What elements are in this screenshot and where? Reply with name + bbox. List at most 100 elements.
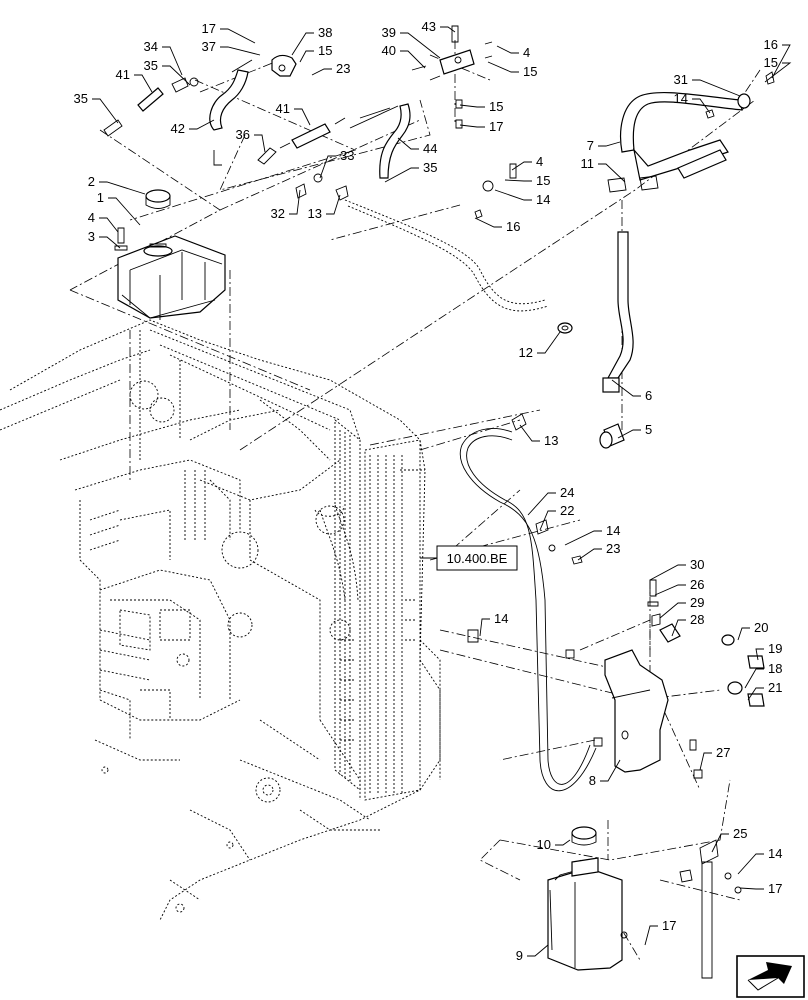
- reference-link[interactable]: 10.400.BE: [420, 545, 518, 571]
- callout-2: 2: [88, 174, 146, 195]
- leader-line: [644, 925, 658, 946]
- callout-13: 13: [308, 194, 341, 221]
- callout-number: 7: [587, 138, 594, 153]
- callout-12: 12: [519, 331, 561, 360]
- pipe-assembly: [607, 71, 775, 193]
- callout-number: 32: [271, 206, 285, 221]
- callout-number: 8: [589, 773, 596, 788]
- callout-number: 23: [606, 541, 620, 556]
- leader-line: [99, 236, 121, 249]
- leader-line: [291, 32, 314, 56]
- leader-line: [162, 65, 191, 86]
- callout-number: 38: [318, 25, 332, 40]
- tank-bracket: [467, 579, 765, 779]
- callout-36: 36: [236, 127, 266, 153]
- leader-line: [326, 194, 341, 215]
- callout-22: 22: [539, 503, 574, 531]
- leader-line: [611, 379, 641, 397]
- callout-17: 17: [644, 918, 676, 946]
- leader-line: [108, 197, 141, 226]
- callout-34: 34: [144, 39, 183, 76]
- leader-line: [600, 759, 621, 782]
- callout-number: 13: [308, 206, 322, 221]
- vertical-pipe: [599, 231, 634, 449]
- upper-hose-cluster: [103, 25, 517, 219]
- callout-number: 42: [171, 121, 185, 136]
- callout-4: 4: [88, 210, 119, 233]
- callout-9: 9: [516, 944, 549, 963]
- callout-13: 13: [519, 424, 558, 448]
- callout-42: 42: [171, 119, 215, 136]
- callout-15: 15: [459, 99, 503, 114]
- callout-15: 15: [504, 173, 550, 188]
- callout-number: 36: [236, 127, 250, 142]
- leader-line: [494, 189, 532, 201]
- callout-number: 10: [537, 837, 551, 852]
- leader-line: [400, 50, 426, 69]
- callout-37: 37: [202, 39, 261, 56]
- callout-17: 17: [739, 881, 782, 896]
- callout-11: 11: [581, 156, 626, 183]
- callout-number: 43: [422, 19, 436, 34]
- leader-line: [294, 108, 311, 126]
- leader-line: [744, 668, 764, 689]
- callout-number: 4: [88, 210, 95, 225]
- callout-31: 31: [674, 72, 741, 97]
- leader-line: [440, 26, 456, 33]
- radiator: [334, 419, 441, 801]
- leader-line: [92, 98, 119, 124]
- expansion-tank: [117, 235, 226, 320]
- leader-line: [254, 134, 266, 153]
- leader-line: [747, 687, 764, 701]
- callout-number: 11: [581, 156, 595, 171]
- leader-line: [384, 167, 419, 183]
- callout-23: 23: [577, 541, 620, 561]
- callout-21: 21: [747, 680, 782, 701]
- callout-5: 5: [617, 422, 652, 439]
- next-page-arrow-icon[interactable]: [736, 955, 805, 998]
- tank-bolt: [114, 227, 128, 251]
- callout-number: 35: [423, 160, 437, 175]
- callout-number: 14: [768, 846, 782, 861]
- callout-number: 15: [523, 64, 537, 79]
- leader-line: [527, 944, 549, 957]
- callout-number: 28: [690, 612, 704, 627]
- leader-line: [598, 163, 626, 183]
- callout-44: 44: [397, 137, 437, 156]
- callout-number: 20: [754, 620, 768, 635]
- callout-25: 25: [711, 826, 747, 853]
- callout-27: 27: [699, 745, 730, 771]
- callout-41: 41: [276, 101, 311, 126]
- callout-number: 17: [489, 119, 503, 134]
- callout-4: 4: [496, 45, 530, 60]
- callout-29: 29: [659, 595, 704, 619]
- reference-label[interactable]: 10.400.BE: [447, 551, 508, 566]
- hose-clamp: [511, 413, 583, 565]
- callout-19: 19: [755, 641, 782, 661]
- callout-number: 1: [97, 190, 104, 205]
- callout-15: 15: [299, 43, 332, 63]
- callout-40: 40: [382, 43, 426, 69]
- callout-30: 30: [649, 557, 704, 581]
- leader-line: [737, 853, 764, 875]
- machine-frame: [0, 319, 441, 921]
- callout-number: 41: [276, 101, 290, 116]
- leader-line: [519, 424, 540, 442]
- callout-number: 35: [144, 58, 158, 73]
- callout-43: 43: [422, 19, 456, 34]
- leader-line: [764, 62, 792, 83]
- callout-14: 14: [479, 611, 508, 637]
- callout-20: 20: [737, 620, 768, 641]
- callout-15: 15: [764, 55, 792, 83]
- callout-number: 13: [544, 433, 558, 448]
- callout-15: 15: [487, 61, 537, 79]
- leader-line: [692, 98, 711, 114]
- leader-line: [654, 584, 686, 596]
- leader-line: [699, 752, 712, 771]
- leader-line: [459, 104, 485, 108]
- leader-line: [737, 627, 750, 641]
- callout-33: 33: [319, 148, 354, 179]
- callout-26: 26: [654, 577, 704, 596]
- callout-number: 4: [523, 45, 530, 60]
